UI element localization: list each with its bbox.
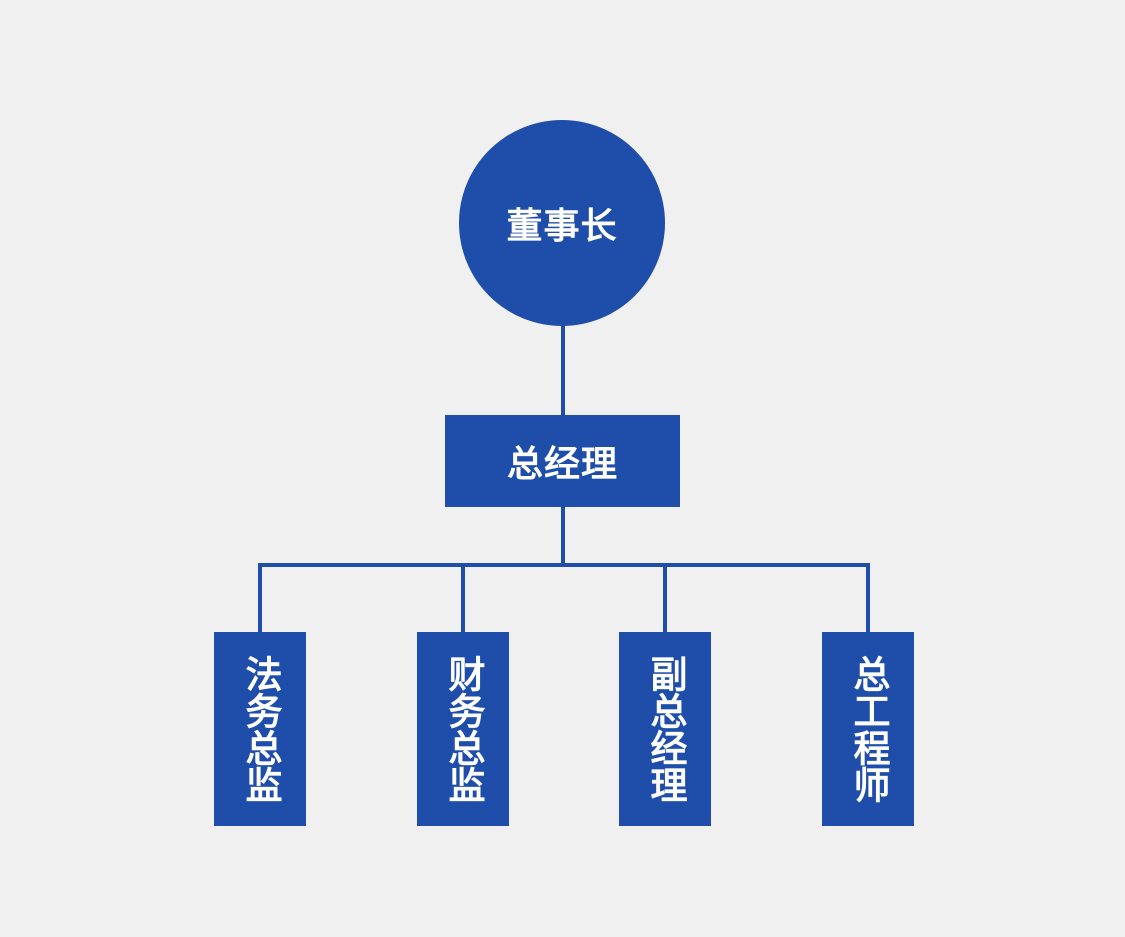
deputy-general-manager-node: 副总经理	[619, 632, 711, 826]
chairman-label: 董事长	[506, 206, 618, 247]
chief-engineer-node: 总工程师	[822, 632, 914, 826]
deputy-general-manager-label: 副总经理	[644, 655, 687, 803]
finance-director-label: 财务总监	[442, 655, 485, 803]
chairman-node: 董事长	[459, 120, 665, 326]
general-manager-label: 总经理	[506, 444, 618, 485]
finance-director-node: 财务总监	[417, 632, 509, 826]
legal-director-label: 法务总监	[239, 655, 282, 803]
general-manager-node: 总经理	[445, 415, 680, 507]
chief-engineer-label: 总工程师	[847, 655, 890, 803]
legal-director-node: 法务总监	[214, 632, 306, 826]
